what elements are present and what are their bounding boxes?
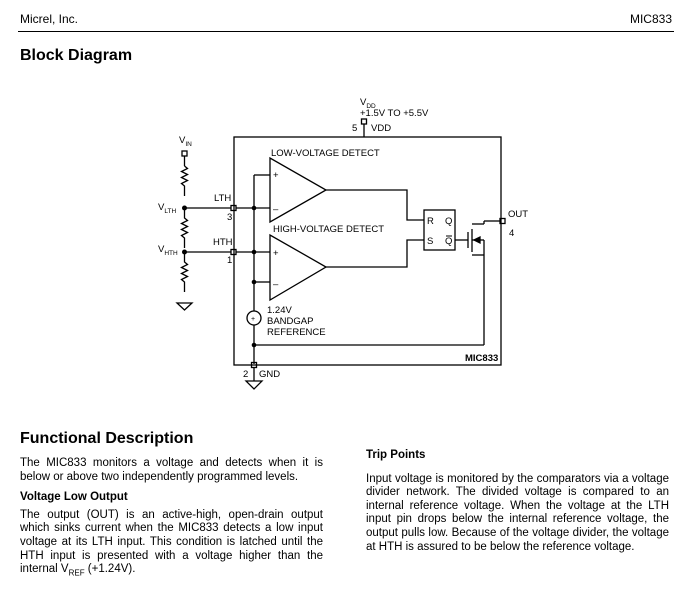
comparator2-minus: – — [273, 279, 279, 290]
trip-points-heading: Trip Points — [366, 449, 426, 461]
vin-terminal — [181, 150, 188, 157]
vdd-range-label: +1.5V TO +5.5V — [360, 108, 429, 119]
hth-pin-number: 1 — [227, 255, 232, 266]
hth-pin-label: HTH — [213, 237, 233, 248]
header-part-number: MIC833 — [629, 12, 672, 26]
right-column: Trip Points Input voltage is monitored b… — [366, 449, 669, 561]
low-voltage-detect-label: LOW-VOLTAGE DETECT — [271, 148, 380, 159]
resistor-bottom-icon — [180, 252, 189, 292]
block-diagram: VDD +1.5V TO +5.5V 5 VDD VIN VLTH VHTH L… — [158, 97, 528, 390]
gnd-ground-icon — [244, 380, 264, 390]
latch-qbar-label: Q — [445, 236, 452, 247]
vdd-label: VDD — [360, 97, 376, 110]
resistor-top-icon — [180, 165, 189, 196]
gnd-pin-label: GND — [259, 369, 280, 380]
reference-voltage-label: 1.24V — [267, 305, 292, 316]
chip-outline — [233, 136, 502, 366]
functional-description-heading: Functional Description — [20, 430, 194, 447]
latch-r-label: R — [427, 216, 434, 227]
high-voltage-detect-label: HIGH-VOLTAGE DETECT — [273, 224, 384, 235]
header-company: Micrel, Inc. — [20, 12, 79, 26]
low-voltage-comparator — [269, 156, 328, 224]
vlth-label: VLTH — [158, 202, 176, 215]
chip-name-label: MIC833 — [465, 353, 498, 364]
voltage-low-paragraph: The output (OUT) is an active-high, open… — [20, 508, 323, 578]
reference-label-line1: BANDGAP — [267, 316, 313, 327]
latch-q-label: Q — [445, 216, 452, 227]
left-column: The MIC833 monitors a voltage and detect… — [20, 457, 323, 587]
out-pin-label: OUT — [508, 209, 528, 220]
trip-points-paragraph: Input voltage is monitored by the compar… — [366, 472, 669, 553]
header-rule — [18, 31, 674, 32]
gnd-pin-number: 2 — [243, 369, 248, 380]
reference-plus: + — [251, 316, 255, 323]
comparator2-plus: + — [273, 248, 279, 259]
latch-s-label: S — [427, 236, 433, 247]
block-diagram-heading: Block Diagram — [20, 47, 133, 64]
mosfet-arrow-icon — [472, 235, 481, 245]
resistor-mid-icon — [180, 208, 189, 248]
vin-label: VIN — [179, 135, 192, 148]
voltage-low-heading: Voltage Low Output — [20, 491, 128, 504]
vdd-pin — [360, 118, 368, 125]
comparator1-plus: + — [273, 170, 279, 181]
lth-pin-number: 3 — [227, 212, 232, 223]
rs-latch — [423, 209, 456, 251]
intro-paragraph: The MIC833 monitors a voltage and detect… — [20, 457, 323, 483]
reference-label-line2: REFERENCE — [267, 327, 326, 338]
divider-ground-icon — [175, 302, 194, 311]
vdd-pin-label: VDD — [371, 123, 391, 134]
vhth-label: VHTH — [158, 244, 178, 257]
lth-pin-label: LTH — [214, 193, 231, 204]
vdd-pin-number: 5 — [352, 123, 357, 134]
out-pin-number: 4 — [509, 228, 514, 239]
high-voltage-comparator — [269, 233, 328, 302]
out-pin — [499, 217, 506, 225]
comparator1-minus: – — [273, 204, 279, 215]
